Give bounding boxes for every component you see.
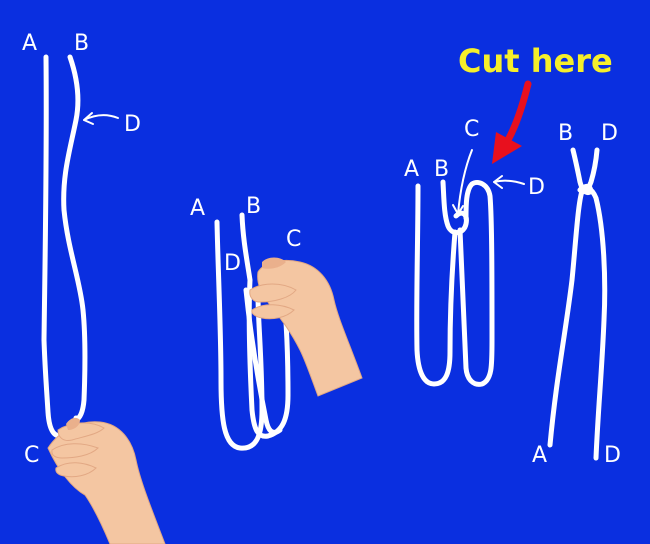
step1-label-a: A [22, 31, 37, 56]
step3-label-d: D [528, 175, 545, 200]
step2-label-c: C [286, 227, 301, 252]
step3-rope-a [414, 183, 458, 387]
step4-label-d-top: D [601, 121, 618, 146]
step2-rope-b [239, 212, 291, 439]
step2-hand [249, 257, 363, 397]
cut-arrow-icon [492, 80, 532, 164]
step3-label-a: A [404, 157, 419, 182]
step1-pointer-d-arrow [83, 112, 119, 125]
step3-group: Cut here A B C D [404, 42, 613, 387]
step3-pointer-c-arrow [452, 149, 473, 215]
step3-rope-d [457, 180, 495, 387]
step2-label-a: A [190, 196, 205, 221]
step2-label-d: D [224, 251, 241, 276]
step2-rope-a [214, 219, 265, 451]
step2-rope-d [243, 287, 283, 435]
step2-group: A B C D [190, 194, 363, 451]
cut-here-title: Cut here [458, 42, 613, 80]
step4-label-a: A [532, 443, 547, 468]
step1-hand [47, 417, 166, 544]
step1-label-b: B [74, 31, 89, 56]
step4-label-b: B [558, 121, 573, 146]
step1-group: A B D C [22, 31, 166, 544]
step1-label-c: C [24, 443, 39, 468]
step4-rope-d [577, 147, 608, 461]
step3-label-c: C [464, 117, 479, 142]
step4-label-d-bottom: D [604, 443, 621, 468]
step1-rope-b [61, 54, 88, 423]
step3-label-b: B [434, 157, 449, 182]
step4-group: B D A D [532, 121, 621, 468]
step2-label-b: B [246, 194, 261, 219]
step1-label-d: D [124, 112, 141, 137]
step3-pointer-d-arrow [493, 175, 525, 189]
